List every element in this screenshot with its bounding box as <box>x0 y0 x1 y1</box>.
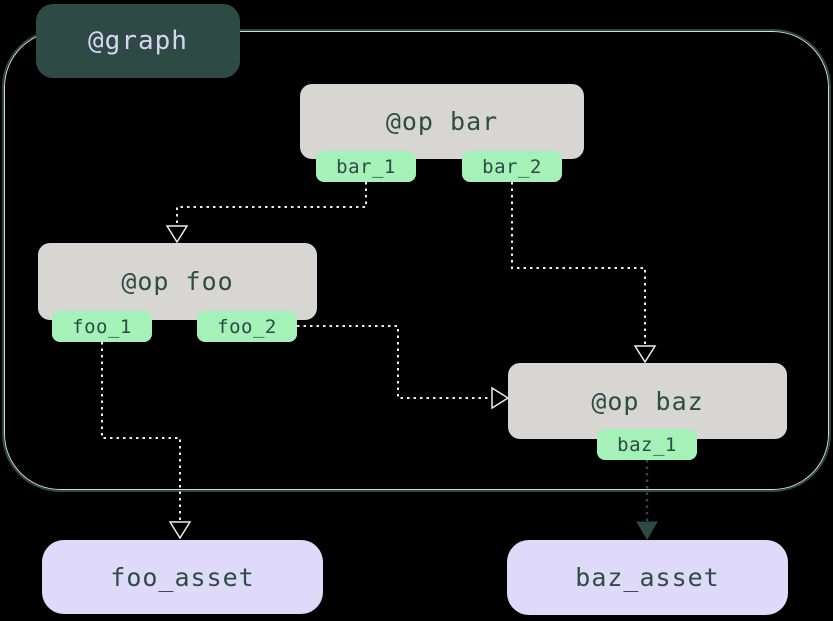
output-tab-bar-2: bar_2 <box>462 151 562 182</box>
asset-node-foo: foo_asset <box>42 540 323 614</box>
output-tab-bar-2-label: bar_2 <box>482 155 542 178</box>
arrowhead-baz-asset-input <box>636 521 658 540</box>
output-tab-foo-2-label: foo_2 <box>217 315 277 338</box>
output-tab-bar-1: bar_1 <box>316 151 416 182</box>
asset-baz-label: baz_asset <box>575 563 720 592</box>
op-baz-label: @op baz <box>591 386 704 416</box>
output-tab-baz-1-label: baz_1 <box>617 433 677 456</box>
graph-label-text: @graph <box>88 26 188 56</box>
output-tab-bar-1-label: bar_1 <box>336 155 396 178</box>
asset-foo-label: foo_asset <box>110 562 255 592</box>
op-foo-label: @op foo <box>121 267 234 296</box>
op-bar-label: @op bar <box>385 107 499 136</box>
arrowhead-foo-asset-input <box>168 521 192 540</box>
output-tab-baz-1: baz_1 <box>597 429 697 460</box>
asset-node-baz: baz_asset <box>507 540 788 615</box>
graph-label-badge: @graph <box>36 4 240 78</box>
op-node-foo: @op foo <box>38 243 317 320</box>
graph-boundary <box>2 29 831 492</box>
output-tab-foo-1: foo_1 <box>52 311 152 342</box>
output-tab-foo-1-label: foo_1 <box>72 315 132 338</box>
output-tab-foo-2: foo_2 <box>197 311 297 342</box>
op-node-baz: @op baz <box>508 363 787 439</box>
op-node-bar: @op bar <box>300 84 584 159</box>
